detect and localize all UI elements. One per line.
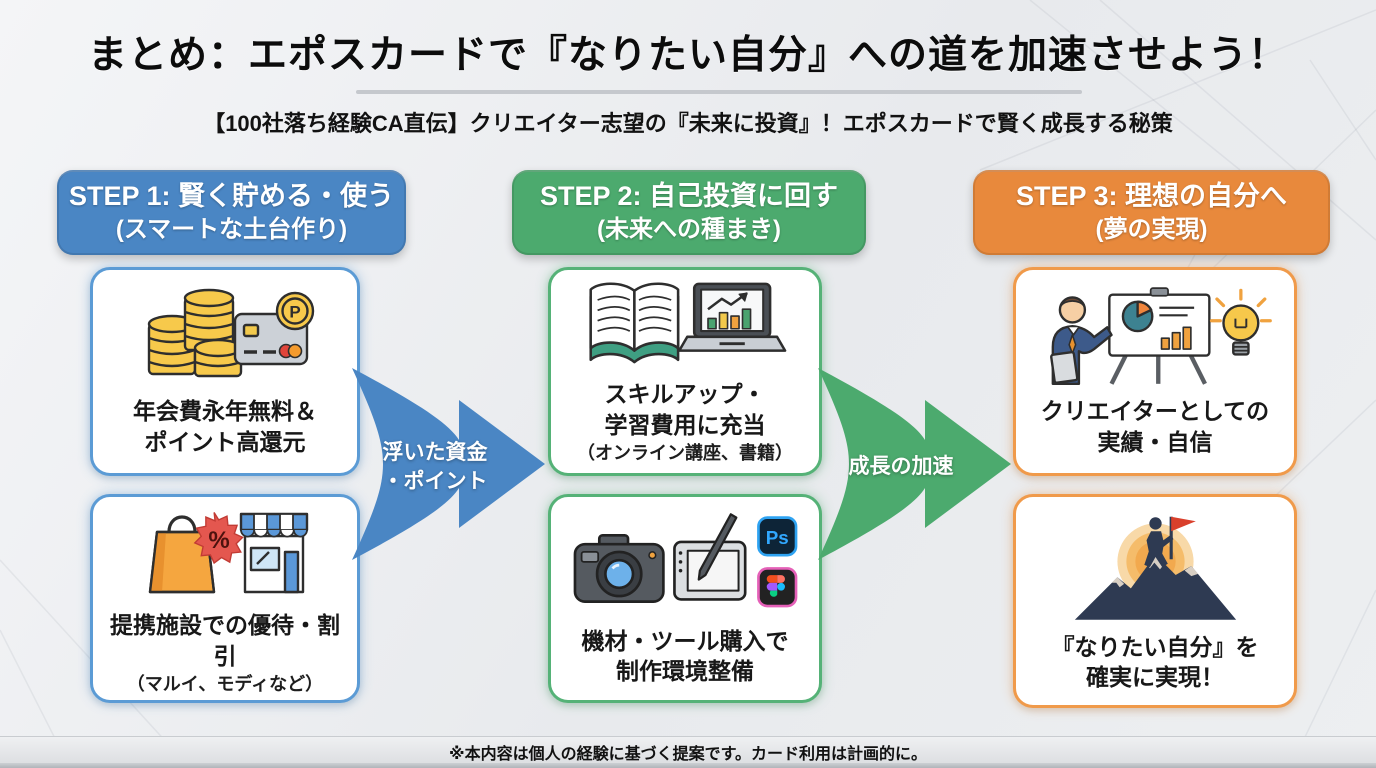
footer-bar: ※本内容は個人の経験に基づく提案です。カード利用は計画的に。 [0, 736, 1376, 768]
card-annual-fee-points: P 年会費永年無料＆ ポイント高還元 [90, 267, 360, 476]
arrow-step2-to-step3: 成長の加速 [818, 360, 1014, 574]
card-note: （オンライン講座、書籍） [577, 443, 793, 464]
step1-header: STEP 1: 賢く貯める・使う (スマートな土台作り) [57, 170, 406, 255]
card-skill-up-learning: スキルアップ・ 学習費用に充当 （オンライン講座、書籍） [548, 267, 822, 476]
card-equipment-tools: Ps 機材・ツール購入で 制作環境整備 [548, 494, 822, 703]
card-text: クリエイターとしての [1040, 398, 1270, 425]
card-text: 年会費永年無料＆ [133, 398, 317, 425]
arrow2-label: 成長の加速 [848, 455, 954, 479]
mountain-summit-flag-icon [1063, 510, 1248, 622]
card-text: 学習費用に充当 [604, 411, 766, 438]
open-book-and-laptop-chart-icon [580, 277, 790, 369]
arrow-step1-to-step2: 浮いた資金 ・ポイント [352, 360, 548, 574]
card-text: 機材・ツール購入で [581, 627, 789, 654]
coin-stacks-and-credit-card-icon: P [118, 286, 333, 386]
card-text: スキルアップ・ [604, 381, 766, 408]
step1-title: STEP 1: 賢く貯める・使う [68, 181, 395, 212]
card-note: （マルイ、モディなど） [126, 674, 324, 695]
step3-title: STEP 3: 理想の自分へ [1015, 181, 1288, 212]
card-creator-achievement: クリエイターとしての 実績・自信 [1013, 267, 1297, 476]
disclaimer-text: ※本内容は個人の経験に基づく提案です。カード利用は計画的に。 [449, 746, 927, 763]
svg-text:%: % [208, 527, 229, 554]
card-text: 制作環境整備 [616, 658, 754, 684]
card-text: 『なりたい自分』を [1051, 633, 1259, 660]
svg-text:Ps: Ps [765, 527, 788, 548]
step2-header: STEP 2: 自己投資に回す (未来への種まき) [512, 170, 866, 255]
card-partner-discounts: % 提携施設での優待・割引 （マ [90, 494, 360, 703]
page-title: まとめ：エポスカードで『なりたい自分』への道を加速させよう！ [87, 34, 1288, 77]
card-text: 実績・自信 [1097, 428, 1213, 455]
step2-subtitle: (未来への種まき) [597, 216, 781, 244]
step3-subtitle: (夢の実現) [1095, 216, 1208, 244]
presenter-with-chart-and-lightbulb-icon [1035, 286, 1275, 386]
step1-subtitle: (スマートな土台作り) [115, 216, 348, 244]
step2-title: STEP 2: 自己投資に回す [539, 181, 839, 212]
svg-text:P: P [289, 303, 300, 322]
arrow1-label: 浮いた資金 ・ポイント [382, 440, 488, 493]
camera-pen-tablet-photoshop-figma-icon: Ps [568, 511, 803, 616]
title-divider [356, 90, 1082, 94]
page-subtitle: 【100社落ち経験CA直伝】クリエイター志望の『未来に投資』！エポスカードで賢く… [203, 111, 1173, 136]
card-text: 提携施設での優待・割引 [110, 612, 340, 669]
step3-header: STEP 3: 理想の自分へ (夢の実現) [973, 170, 1330, 255]
shopping-bag-discount-and-store-icon: % [118, 500, 333, 600]
card-text: 確実に実現！ [1086, 664, 1224, 690]
card-realize-ideal-self: 『なりたい自分』を 確実に実現！ [1013, 494, 1297, 708]
card-text: ポイント高還元 [144, 428, 306, 455]
